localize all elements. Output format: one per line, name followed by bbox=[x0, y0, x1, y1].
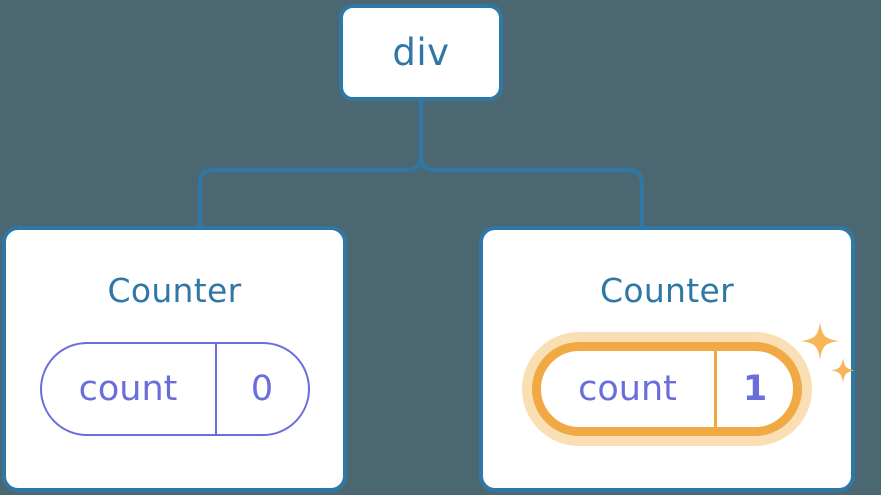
state-value-cell-left: 0 bbox=[214, 344, 308, 434]
state-pill-wrap-left: count 0 bbox=[39, 342, 310, 436]
node-root-div[interactable]: div bbox=[339, 4, 503, 101]
root-node-label: div bbox=[392, 31, 450, 74]
node-counter-right[interactable]: Counter count 1 bbox=[479, 226, 855, 492]
sparkle-large-icon bbox=[801, 322, 839, 360]
sparkle-small-icon bbox=[831, 358, 855, 383]
node-counter-left[interactable]: Counter count 0 bbox=[2, 226, 347, 492]
state-key-label-left: count bbox=[78, 368, 178, 409]
sparkle-group bbox=[801, 322, 855, 383]
state-value-label-left: 0 bbox=[250, 368, 274, 409]
state-key-cell-right: count bbox=[541, 351, 714, 427]
counter-title-right: Counter bbox=[600, 271, 734, 310]
state-pill-wrap-right: count 1 bbox=[532, 322, 855, 436]
counter-title-left: Counter bbox=[107, 271, 242, 310]
state-pill-left[interactable]: count 0 bbox=[39, 342, 310, 436]
state-value-label-right: 1 bbox=[742, 368, 768, 409]
state-key-cell-left: count bbox=[42, 344, 215, 434]
state-pill-right-highlighted[interactable]: count 1 bbox=[532, 342, 802, 436]
state-key-label-right: count bbox=[578, 368, 677, 409]
state-value-cell-right: 1 bbox=[714, 351, 793, 427]
